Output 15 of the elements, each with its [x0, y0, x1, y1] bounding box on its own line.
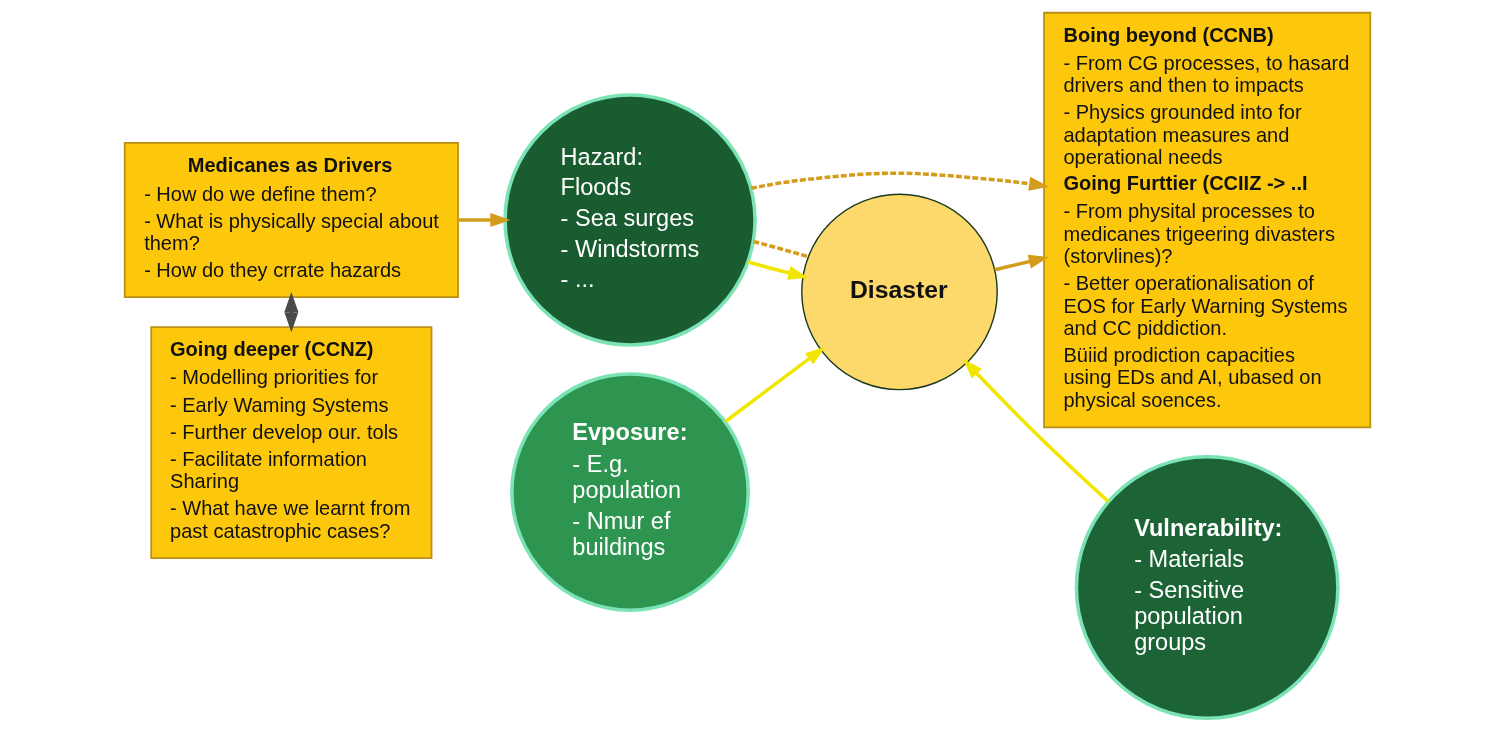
connector [752, 239, 809, 259]
arrow [457, 213, 510, 228]
arrow [747, 260, 808, 280]
node-box: Medicanes as Drivers - How do we define them? - What is physically special about them? - How do they crrate hazards [123, 142, 459, 299]
arrow [962, 359, 1109, 503]
arrow [723, 346, 825, 423]
arrow [283, 292, 298, 333]
node-box: Going deeper (CCNZ) - Modelling priorities for - Early Waming Systems - Further develop our. tols - Facilitate information Sharing - What have we learnt from past catastrophic cases? [149, 326, 432, 559]
node-box: Boing beyond (CCNB) - From CG processes, to hasard drivers and then to impacts - Physics grounded into for adaptation measures and operational needs Going Furttier (CCIIZ -> ..I - From physital processes to medicanes trigeering divasters (storvlines)? - Better operationalisation of EOS for Early Warning Systems and CC piddiction. Büiid prodiction capacities using EDs and AI, ubased on physical soences. [1042, 11, 1371, 429]
node-circle: Vulnerability: - Materials - Sensitive population groups [1074, 454, 1340, 721]
arrow [993, 254, 1049, 272]
arrow [750, 171, 1049, 191]
node-circle: Disaster [800, 193, 998, 391]
node-circle: Evposure: - E.g. population - Nmur ef buildings [509, 372, 750, 612]
node-circle: Hazard: Floods - Sea surges - Windstorms - ... [502, 93, 757, 347]
